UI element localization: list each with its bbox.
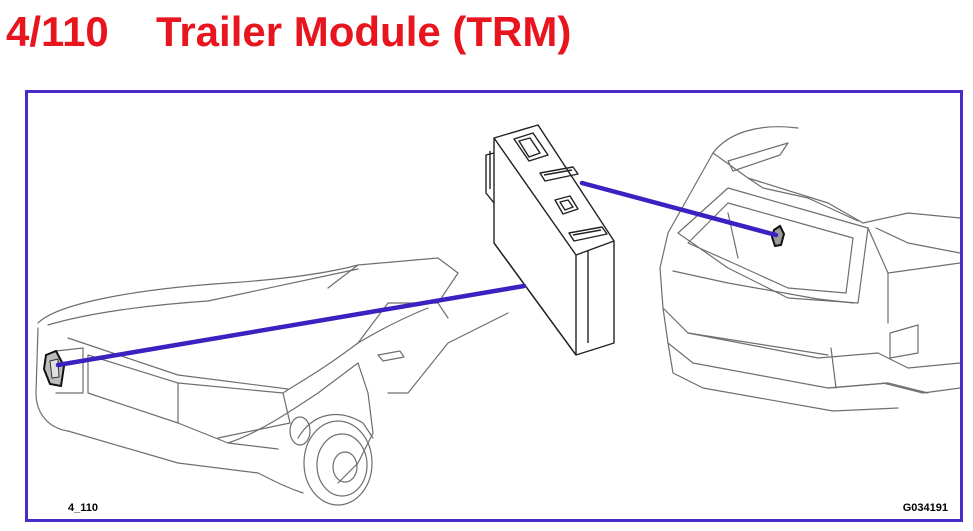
wagon-rear-illustration — [659, 126, 960, 412]
page-title: 4/110 Trailer Module (TRM) — [6, 4, 571, 60]
leader-line-wagon — [579, 180, 779, 238]
sedan-connector-marker — [42, 349, 66, 388]
figure-frame: 4_110 G034191 — [25, 90, 963, 522]
leader-line-sedan — [55, 283, 527, 368]
figure-label-left: 4_110 — [68, 502, 98, 514]
sedan-rear-illustration — [35, 257, 509, 506]
trailer-module-illustration — [485, 124, 615, 356]
component-location-illustration — [35, 124, 960, 506]
section-code: 4/110 — [6, 8, 109, 55]
figure-label-right: G034191 — [902, 502, 948, 514]
section-title: Trailer Module (TRM) — [156, 8, 572, 55]
